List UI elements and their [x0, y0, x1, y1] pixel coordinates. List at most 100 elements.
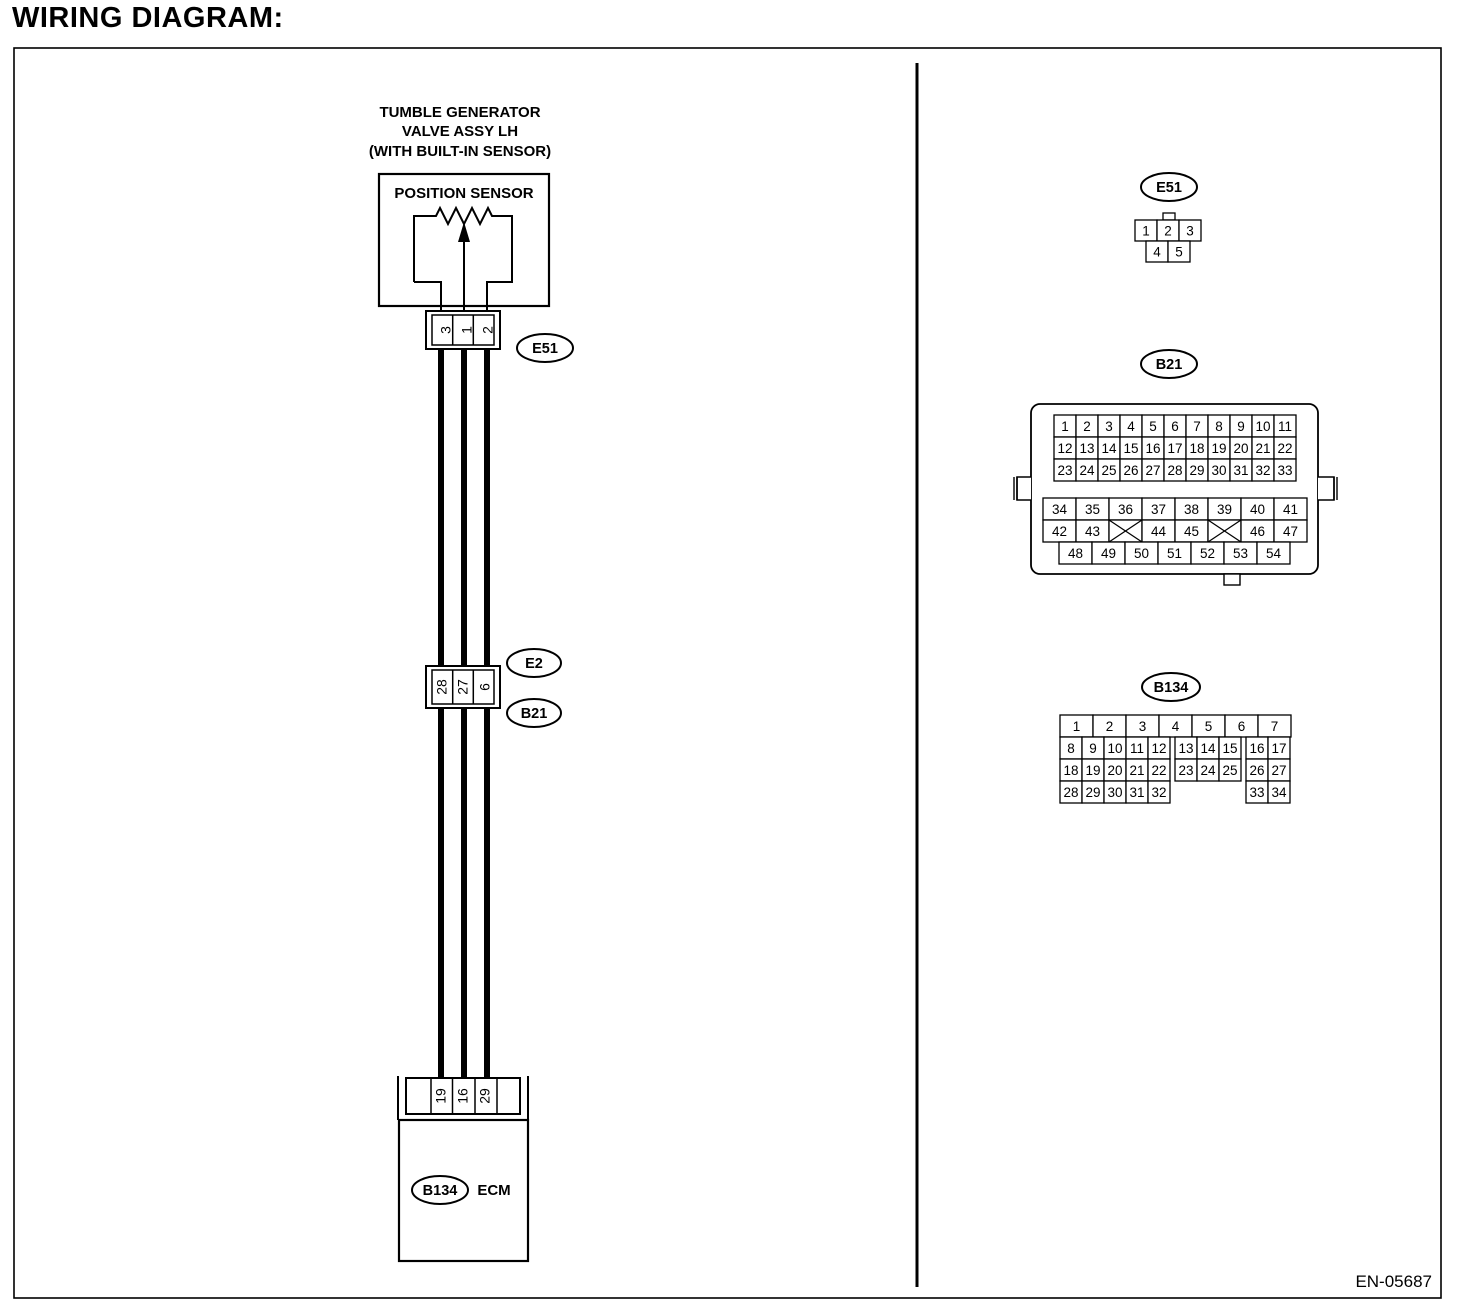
b21-view-pin-9: 9	[1237, 419, 1245, 434]
b134-view-pin-6: 6	[1238, 719, 1246, 734]
b21-view-pin-11: 11	[1278, 419, 1292, 434]
e51-tag-label: E51	[532, 341, 558, 357]
b134-view-pin-28: 28	[1063, 785, 1078, 800]
b21-key	[1223, 573, 1241, 586]
b21-view-pin-43: 43	[1085, 524, 1100, 539]
b134-view-pin-33: 33	[1249, 785, 1264, 800]
e51-view-pin-4: 4	[1153, 245, 1161, 260]
b134-view-pin-15: 15	[1222, 741, 1237, 756]
position-sensor-label: POSITION SENSOR	[394, 185, 533, 202]
b21-connector-tag: B21	[506, 698, 562, 728]
wiper-arrow-icon	[458, 222, 470, 242]
b21-view-label-oval	[1140, 349, 1198, 379]
b21-view-pin-51: 51	[1167, 546, 1182, 561]
b134-view-pin-34-cell	[1267, 780, 1291, 804]
ecm-box: B134 ECM	[397, 1118, 530, 1263]
component-title-line-2: VALVE ASSY LH	[402, 123, 518, 140]
b21-view-pin-5: 5	[1149, 419, 1157, 434]
b21-view-pin-30: 30	[1211, 463, 1226, 478]
b21-view-pin-24: 24	[1079, 463, 1095, 478]
b134-view-pin-5: 5	[1205, 719, 1213, 734]
b134-view-pin-9: 9	[1089, 741, 1097, 756]
b21-view-pin-54-cell	[1256, 541, 1291, 565]
b134-view-pin-29: 29	[1085, 785, 1100, 800]
b134-view-pin-26: 26	[1249, 763, 1264, 778]
e51-latch	[1162, 212, 1176, 221]
b134-view-label-oval	[1141, 672, 1201, 702]
b21-view-pin-49: 49	[1101, 546, 1116, 561]
b134-view-pin-20: 20	[1107, 763, 1122, 778]
b21-view-pin-18: 18	[1189, 441, 1204, 456]
b21-tag-label: B21	[521, 706, 548, 722]
e2-tag-label: E2	[525, 656, 543, 672]
junction-pin-27: 27	[455, 679, 471, 695]
b134-view-pin-8: 8	[1067, 741, 1075, 756]
ecm-connector: 19 16 29	[397, 1076, 529, 1120]
b21-view-pin-15: 15	[1123, 441, 1138, 456]
b21-view-pin-16: 16	[1145, 441, 1160, 456]
e51-pin-3: 3	[438, 326, 454, 334]
b134-view-pin-27: 27	[1271, 763, 1286, 778]
b21-view-pin-53: 53	[1233, 546, 1248, 561]
b21-view-pin-38: 38	[1184, 502, 1199, 517]
b134-view-pin-34: 34	[1271, 785, 1287, 800]
b134-view-pin-10: 10	[1107, 741, 1122, 756]
potentiometer-icon	[413, 205, 513, 316]
junction-pin-6: 6	[477, 683, 493, 691]
b21-view-pin-40: 40	[1250, 502, 1265, 517]
b134-view-pin-25: 25	[1222, 763, 1237, 778]
b134-view-pin-7: 7	[1271, 719, 1279, 734]
component-title-line-3: (WITH BUILT-IN SENSOR)	[369, 143, 551, 160]
b134-view-pin-11: 11	[1130, 741, 1144, 756]
b21-view-pin-37: 37	[1151, 502, 1166, 517]
b21-view-pin-25: 25	[1101, 463, 1116, 478]
b134-view-pin-32-cell	[1147, 780, 1171, 804]
ecm-label: ECM	[477, 1182, 510, 1199]
b21-view-pin-48: 48	[1068, 546, 1083, 561]
b21-right-tab	[1318, 476, 1335, 501]
b134-view-pin-3: 3	[1139, 719, 1147, 734]
e51-pin-1: 1	[459, 326, 475, 334]
b134-view-pin-14: 14	[1200, 741, 1216, 756]
b21-view-pin-13: 13	[1079, 441, 1094, 456]
b21-view-pin-12: 12	[1057, 441, 1072, 456]
b21-view-pin-34: 34	[1052, 502, 1068, 517]
b134-view-pin-23: 23	[1178, 763, 1193, 778]
b21-view-pin-32: 32	[1255, 463, 1270, 478]
b134-view-pin-21: 21	[1129, 763, 1144, 778]
b134-view-pin-19: 19	[1085, 763, 1100, 778]
b134-view-pin-24: 24	[1200, 763, 1216, 778]
b21-view-pin-1: 1	[1061, 419, 1069, 434]
b21-view-label: B21	[1156, 357, 1183, 373]
b134-view-pin-31: 31	[1129, 785, 1144, 800]
ecm-pin-19: 19	[433, 1088, 449, 1104]
e51-pin-2: 2	[480, 326, 496, 334]
b21-view-pin-35: 35	[1085, 502, 1100, 517]
b21-view-pin-27: 27	[1145, 463, 1160, 478]
diagram-code: EN-05687	[1355, 1272, 1432, 1291]
b21-view-pin-21: 21	[1255, 441, 1270, 456]
b21-view-pin-33-cell	[1273, 458, 1297, 482]
ecm-pin-29: 29	[477, 1088, 493, 1104]
b21-view-pin-36: 36	[1118, 502, 1133, 517]
b134-view-pin-22: 22	[1151, 763, 1166, 778]
b21-view-pin-14: 14	[1101, 441, 1117, 456]
b21-view-pin-52: 52	[1200, 546, 1215, 561]
b21-view-pin-29: 29	[1189, 463, 1204, 478]
b134-view-pin-4: 4	[1172, 719, 1180, 734]
diagram-frame	[13, 47, 1442, 1299]
b21-view-pin-39: 39	[1217, 502, 1232, 517]
b21-view-pin-28: 28	[1167, 463, 1182, 478]
e51-view-label-oval	[1140, 172, 1198, 202]
e51-view-pin-5-cell	[1167, 240, 1191, 263]
e51-connector-tag: E51	[516, 333, 574, 363]
blank-pin-cross	[1207, 519, 1242, 543]
b21-view-pin-42: 42	[1052, 524, 1067, 539]
component-title: TUMBLE GENERATOR VALVE ASSY LH (WITH BUI…	[369, 104, 551, 160]
b21-view-pin-44: 44	[1151, 524, 1167, 539]
b134-view-pin-17: 17	[1271, 741, 1286, 756]
b21-view-pin-3: 3	[1105, 419, 1113, 434]
b21-view-pin-54: 54	[1266, 546, 1282, 561]
b21-view-pin-4: 4	[1127, 419, 1135, 434]
